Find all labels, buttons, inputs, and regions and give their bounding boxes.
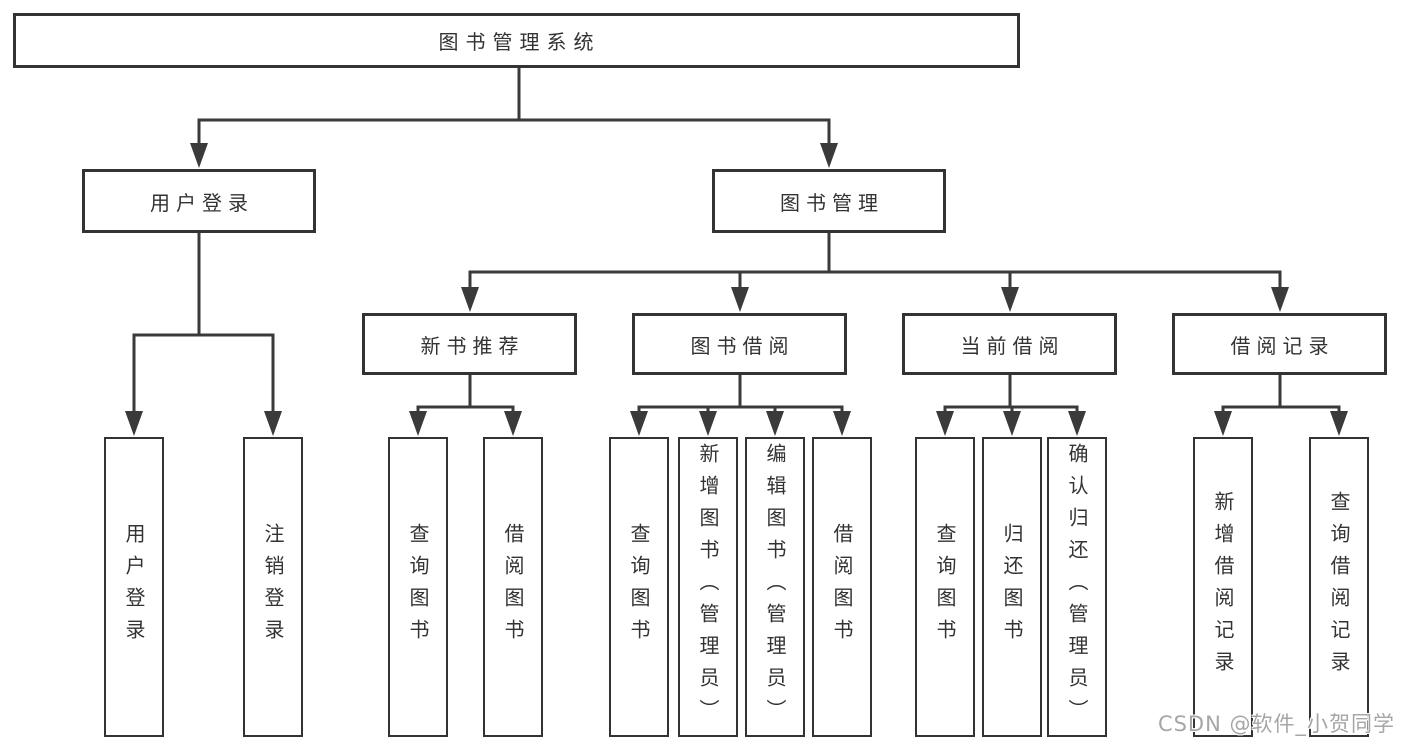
- node-book-borrowing: 图书借阅: [632, 313, 847, 375]
- node-label: 归还图书: [1000, 523, 1024, 651]
- node-label: 查询图书: [406, 523, 430, 651]
- leaf-query-books-current: 查询图书: [915, 437, 975, 737]
- node-user-login: 用户登录: [82, 169, 316, 233]
- node-label: 查询借阅记录: [1327, 491, 1351, 683]
- leaf-query-books-borrowing: 查询图书: [609, 437, 669, 737]
- node-label: 新书推荐: [420, 333, 525, 358]
- node-label: 编辑图书（管理员）: [763, 443, 787, 731]
- node-label: 新增图书（管理员）: [696, 443, 720, 731]
- node-label: 借阅图书: [830, 523, 854, 651]
- node-label: 当前借阅: [960, 333, 1065, 358]
- node-borrowing-records: 借阅记录: [1172, 313, 1387, 375]
- node-library-management-system: 图书管理系统: [13, 13, 1020, 68]
- node-book-management: 图书管理: [712, 169, 946, 233]
- leaf-borrow-books-borrowing: 借阅图书: [812, 437, 872, 737]
- watermark: CSDN @软件_小贺同学: [1157, 712, 1395, 736]
- leaf-query-borrow-record: 查询借阅记录: [1309, 437, 1369, 737]
- node-label: 借阅记录: [1230, 333, 1335, 358]
- leaf-add-borrow-record: 新增借阅记录: [1193, 437, 1253, 737]
- leaf-user-login: 用户登录: [104, 437, 164, 737]
- node-label: 图书借阅: [690, 333, 795, 358]
- node-current-borrowing: 当前借阅: [902, 313, 1117, 375]
- leaf-edit-books-admin: 编辑图书（管理员）: [745, 437, 805, 737]
- node-label: 确认归还（管理员）: [1065, 443, 1089, 731]
- node-label: 查询图书: [933, 523, 957, 651]
- node-label: 用户登录: [150, 190, 254, 215]
- node-label: 借阅图书: [501, 523, 525, 651]
- node-label: 用户登录: [122, 523, 146, 651]
- node-new-book-recommendation: 新书推荐: [362, 313, 577, 375]
- leaf-confirm-return-admin: 确认归还（管理员）: [1047, 437, 1107, 737]
- leaf-return-books: 归还图书: [982, 437, 1042, 737]
- node-label: 新增借阅记录: [1211, 491, 1235, 683]
- node-label: 查询图书: [627, 523, 651, 651]
- node-label: 注销登录: [261, 523, 285, 651]
- node-label: 图书管理系统: [438, 30, 601, 54]
- leaf-add-books-admin: 新增图书（管理员）: [678, 437, 738, 737]
- leaf-query-books-recommend: 查询图书: [388, 437, 448, 737]
- node-label: 图书管理: [780, 190, 884, 215]
- leaf-logout-login: 注销登录: [243, 437, 303, 737]
- leaf-borrow-books-recommend: 借阅图书: [483, 437, 543, 737]
